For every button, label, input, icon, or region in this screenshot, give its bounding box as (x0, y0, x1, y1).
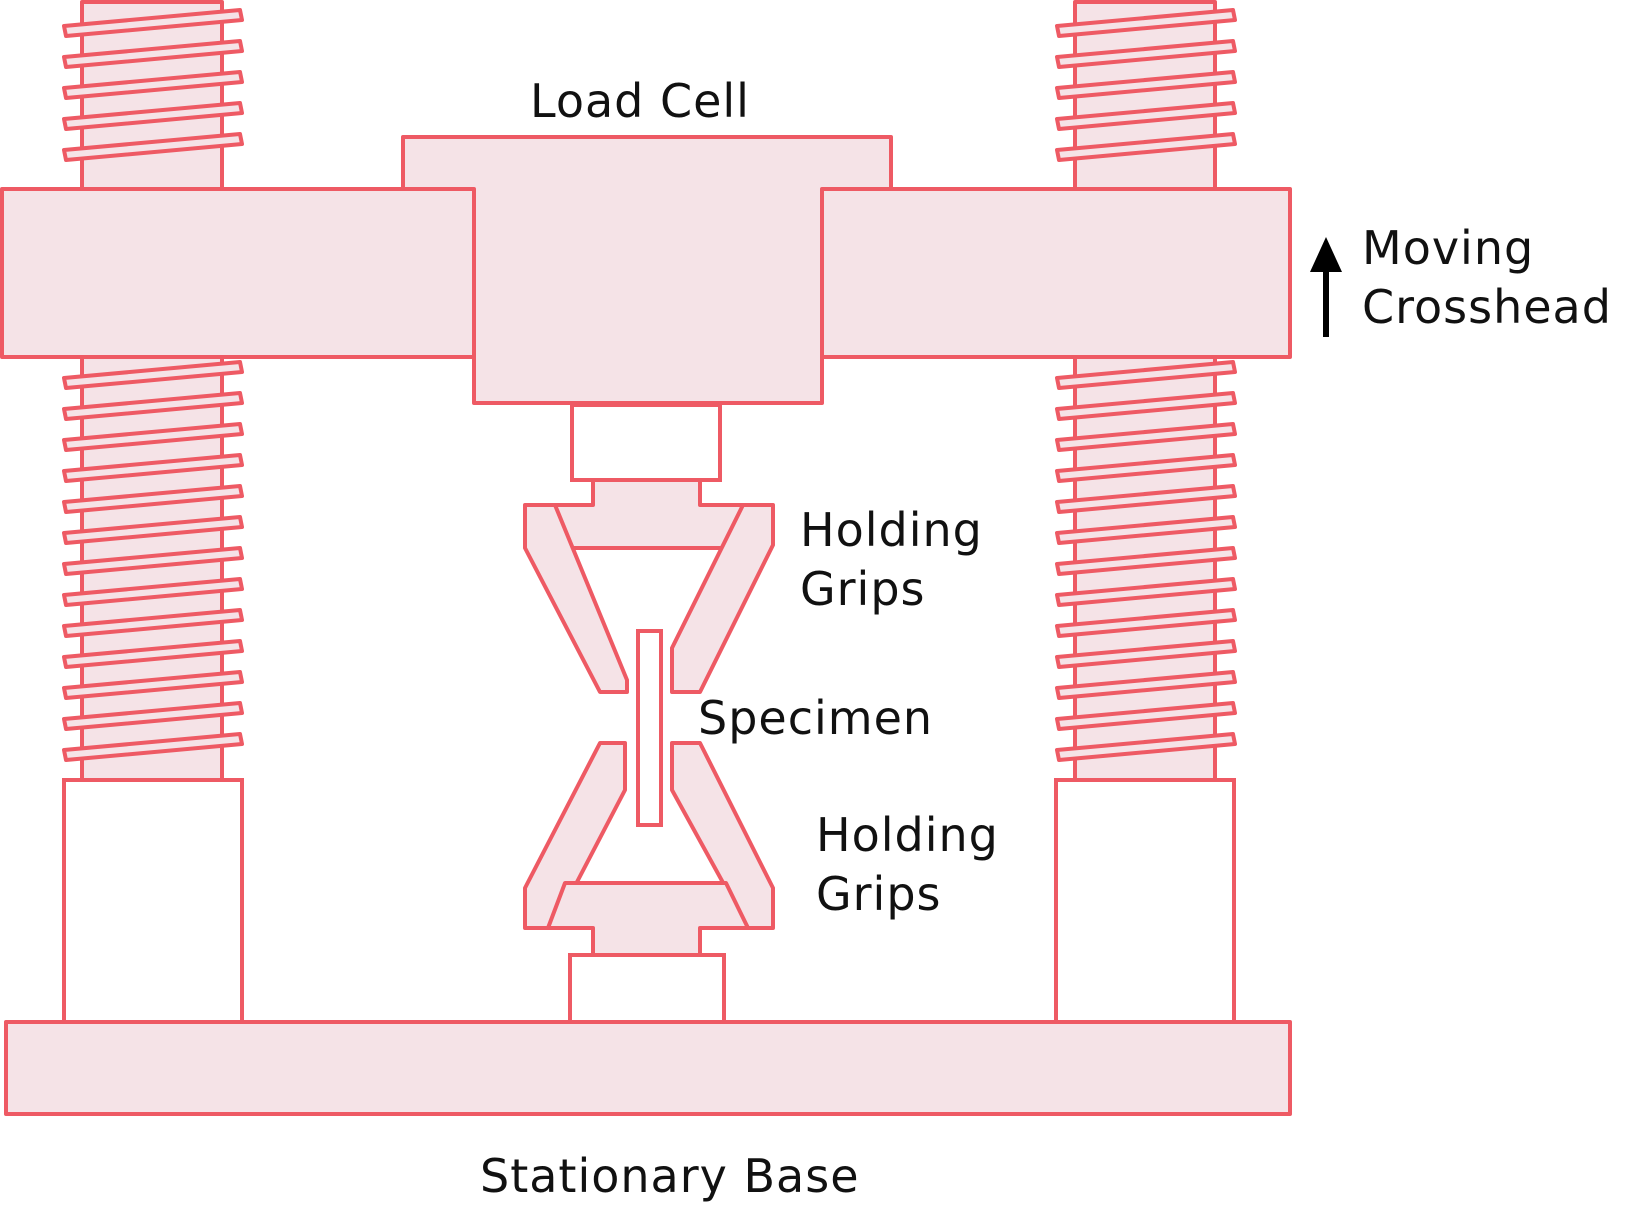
screw-thread (62, 701, 244, 731)
screw-thread (62, 453, 244, 483)
screw-thread (1055, 732, 1237, 762)
screw-thread (1055, 39, 1237, 69)
screw-thread (62, 360, 244, 390)
screw-thread (1055, 608, 1237, 638)
screw-thread (1055, 639, 1237, 669)
right-lead-screw (1055, 0, 1237, 782)
right-support-column (1054, 778, 1236, 1026)
screw-thread (62, 546, 244, 576)
upper-grips-label-line1: Holding (800, 503, 983, 557)
screw-thread (62, 670, 244, 700)
specimen-label: Specimen (698, 691, 933, 745)
screw-thread (62, 484, 244, 514)
load-cell-label: Load Cell (530, 74, 750, 128)
screw-thread (1055, 484, 1237, 514)
crosshead-left-arm (0, 187, 476, 359)
left-lead-screw (62, 0, 244, 782)
screw-thread (1055, 546, 1237, 576)
left-screw-threads (62, 8, 244, 762)
load-cell (401, 135, 893, 405)
screw-thread (62, 391, 244, 421)
specimen (636, 629, 663, 827)
stationary-base (4, 1020, 1292, 1116)
stationary-base-label: Stationary Base (480, 1149, 860, 1203)
screw-thread (1055, 577, 1237, 607)
right-screw-threads (1055, 8, 1237, 762)
screw-thread (62, 101, 244, 131)
screw-thread (1055, 132, 1237, 162)
lower-grip-right-jaw (670, 741, 775, 930)
lower-grips-label-line2: Grips (816, 867, 942, 921)
left-support-column (62, 778, 244, 1026)
moving-crosshead-label-line1: Moving (1362, 221, 1534, 275)
upper-grip-left-jaw (523, 503, 629, 694)
lower-connector (568, 953, 726, 1024)
screw-thread (62, 422, 244, 452)
screw-thread (1055, 8, 1237, 38)
screw-thread (1055, 453, 1237, 483)
crosshead-right-arm (820, 187, 1292, 359)
screw-thread (1055, 670, 1237, 700)
arrow-up-icon (1310, 237, 1342, 337)
moving-crosshead-label-line2: Crosshead (1362, 280, 1612, 334)
upper-grips-label-line2: Grips (800, 562, 926, 616)
screw-thread (62, 132, 244, 162)
screw-thread (62, 70, 244, 100)
screw-thread (1055, 515, 1237, 545)
screw-thread (1055, 391, 1237, 421)
screw-thread (1055, 701, 1237, 731)
screw-thread (62, 8, 244, 38)
screw-thread (62, 732, 244, 762)
screw-thread (62, 515, 244, 545)
upper-grip-right-jaw (670, 503, 775, 694)
lower-grips-label-line1: Holding (816, 808, 999, 862)
lower-grip-mount (546, 881, 750, 957)
screw-thread (1055, 101, 1237, 131)
screw-thread (1055, 422, 1237, 452)
screw-thread (62, 39, 244, 69)
screw-thread (62, 608, 244, 638)
screw-thread (1055, 70, 1237, 100)
upper-connector (570, 403, 722, 482)
screw-thread (62, 577, 244, 607)
upper-grip-mount (536, 478, 759, 550)
screw-thread (1055, 360, 1237, 390)
screw-thread (62, 639, 244, 669)
